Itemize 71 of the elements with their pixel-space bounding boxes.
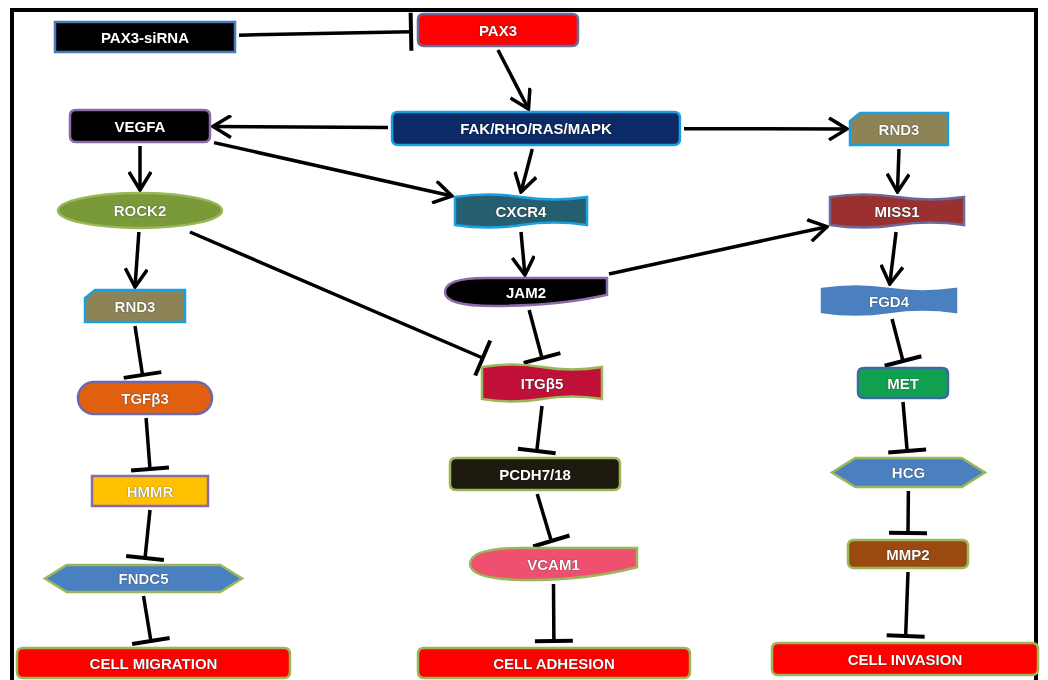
arrow xyxy=(513,148,538,194)
inhibition-line xyxy=(515,405,558,456)
arrow xyxy=(510,231,536,277)
gene-label: CELL INVASION xyxy=(847,650,963,668)
gene-banner xyxy=(822,287,956,315)
gene-pill xyxy=(78,382,212,414)
inhibition-line xyxy=(189,230,493,378)
gene-label: JAM2 xyxy=(506,283,546,301)
gene-banner xyxy=(455,195,587,228)
gene-hexagon xyxy=(45,565,242,592)
gene-label: FNDC5 xyxy=(118,570,169,587)
gene-label: HCG xyxy=(891,464,926,481)
gene-label: MET xyxy=(887,374,919,392)
gene-box xyxy=(55,22,235,52)
inhibition-line xyxy=(532,584,575,644)
gene-label: VEGFA xyxy=(114,117,166,135)
arrow xyxy=(123,231,149,289)
gene-box xyxy=(92,476,208,506)
gene-label: RND3 xyxy=(114,297,156,315)
gene-shape xyxy=(445,278,607,306)
gene-banner xyxy=(830,195,964,228)
arrow xyxy=(885,148,911,194)
arrow xyxy=(496,49,532,111)
gene-box xyxy=(392,112,680,145)
inhibition-line xyxy=(121,325,164,380)
gene-box xyxy=(848,540,968,568)
gene-label: ITGβ5 xyxy=(520,375,564,392)
gene-box xyxy=(70,110,210,142)
arrow xyxy=(879,231,905,286)
arrow xyxy=(211,113,388,140)
gene-label: HMMR xyxy=(126,482,174,500)
gene-label: PCDH7/18 xyxy=(499,465,571,483)
inhibition-line xyxy=(882,318,924,368)
gene-ellipse xyxy=(58,193,222,228)
arrow xyxy=(127,146,153,192)
inhibition-line xyxy=(887,491,929,536)
gene-label: MISS1 xyxy=(874,203,920,220)
inhibition-line xyxy=(884,571,927,639)
gene-shape xyxy=(470,548,637,580)
gene-banner xyxy=(482,365,602,402)
gene-label: RND3 xyxy=(878,120,920,138)
gene-label: CELL MIGRATION xyxy=(89,654,218,672)
gene-box xyxy=(17,648,290,678)
gene-label: CXCR4 xyxy=(495,203,547,220)
gene-box xyxy=(850,113,948,145)
gene-label: TGFβ3 xyxy=(121,389,169,407)
gene-label: MMP2 xyxy=(886,545,930,563)
gene-box xyxy=(858,368,948,398)
inhibition-line xyxy=(129,417,171,473)
inhibition-line xyxy=(124,509,166,562)
gene-box xyxy=(418,14,578,46)
gene-label: PAX3 xyxy=(478,21,518,39)
gene-box xyxy=(418,648,690,678)
gene-label: VCAM1 xyxy=(527,555,580,573)
inhibition-line xyxy=(130,595,172,647)
arrow xyxy=(608,218,829,276)
gene-hexagon xyxy=(832,458,985,487)
gene-box xyxy=(450,458,620,490)
gene-label: FAK/RHO/RAS/MAPK xyxy=(460,120,612,137)
inhibition-line xyxy=(886,401,929,455)
arrow xyxy=(684,116,849,142)
gene-label: ROCK2 xyxy=(113,202,167,219)
gene-label: PAX3-siRNA xyxy=(100,28,190,46)
gene-box xyxy=(85,290,185,322)
inhibition-line xyxy=(521,309,563,365)
gene-label: FGD4 xyxy=(869,292,909,310)
arrow xyxy=(213,140,454,205)
inhibition-line xyxy=(531,493,572,549)
inhibition-line xyxy=(238,10,414,53)
gene-label: CELL ADHESION xyxy=(493,654,615,672)
gene-box xyxy=(772,643,1038,675)
